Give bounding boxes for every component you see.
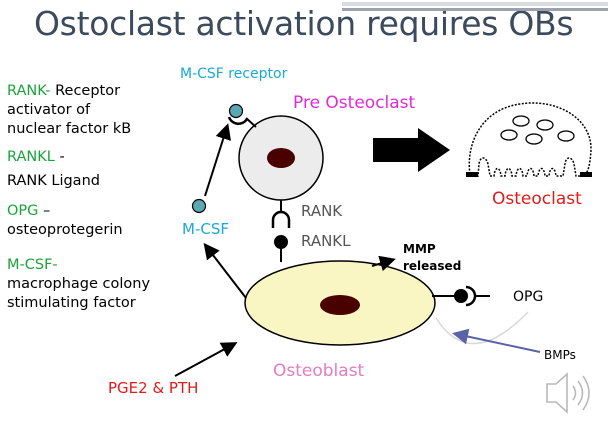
arrow-mmp-released [371, 255, 396, 272]
big-transition-arrow [373, 128, 450, 172]
glossary-def: macrophage colony [7, 276, 151, 292]
glossary-term: RANK- [7, 83, 51, 99]
arrow-mcsf-to-receptor [204, 123, 231, 197]
glossary-term: RANKL [7, 149, 55, 165]
glossary-term: OPG [7, 203, 39, 219]
label-mmp: MMP [403, 242, 436, 256]
glossary-def: RANK Ligand [7, 173, 100, 189]
arrow-osteoblast-to-mcsf [203, 242, 247, 299]
label-rank: RANK [301, 202, 343, 220]
label-pge2-pth: PGE2 & PTH [108, 379, 198, 397]
label-mcsf: M-CSF [182, 220, 229, 238]
osteoclast-nucleus [525, 133, 543, 145]
glossary-def: – [38, 203, 51, 219]
label-pre-osteoclast: Pre Osteoclast [293, 93, 416, 113]
osteoclast-anchor [580, 172, 592, 177]
osteoblast-nucleus [320, 295, 360, 315]
label-bmps: BMPs [544, 348, 576, 362]
pre-osteoclast-nucleus [267, 148, 295, 168]
label-mcsf-receptor: M-CSF receptor [180, 66, 288, 82]
arrow-bmps [452, 328, 541, 353]
osteoclast-nucleus [500, 129, 518, 141]
glossary-def: stimulating factor [7, 295, 136, 311]
glossary-mcsf: M-CSF- macrophage colony stimulating fac… [7, 256, 150, 313]
osteoclast-cell [468, 102, 592, 177]
glossary-def: activator of [7, 102, 91, 118]
label-mmp-released: released [403, 259, 461, 273]
mcsf-bound-dot [228, 103, 244, 119]
osteoclast-nucleus [557, 130, 575, 142]
glossary-def: - [54, 149, 65, 165]
osteoclast-anchor [466, 172, 478, 177]
glossary-term: M-CSF- [7, 257, 58, 273]
mcsf-receptor-cup [227, 116, 249, 126]
title-accent-bar [342, 2, 608, 6]
rankl-ligand [274, 235, 288, 249]
opg-rankl-ligand [454, 289, 468, 303]
glossary-def: osteoprotegerin [7, 222, 123, 238]
label-osteoclast: Osteoclast [492, 189, 582, 209]
mcsf-molecule [191, 198, 207, 214]
speaker-icon[interactable] [546, 372, 590, 414]
title-accent-bar-dark [342, 8, 608, 11]
glossary-rankl: RANKL - RANK Ligand [7, 148, 100, 191]
arrow-pge2-pth [174, 342, 238, 377]
osteoclast-nucleus [512, 115, 530, 127]
label-opg: OPG [513, 289, 543, 305]
glossary-rank: RANK- Receptor activator of nuclear fact… [7, 82, 131, 139]
bmp-faint-curve [435, 311, 529, 345]
glossary-def: nuclear factor kB [7, 121, 132, 137]
glossary-opg: OPG – osteoprotegerin [7, 202, 123, 240]
rank-receptor-cup [271, 210, 291, 228]
label-osteoblast: Osteoblast [273, 361, 365, 381]
glossary-def: Receptor [50, 83, 121, 99]
label-rankl: RANKL [301, 232, 351, 250]
osteoclast-nucleus [536, 119, 554, 131]
